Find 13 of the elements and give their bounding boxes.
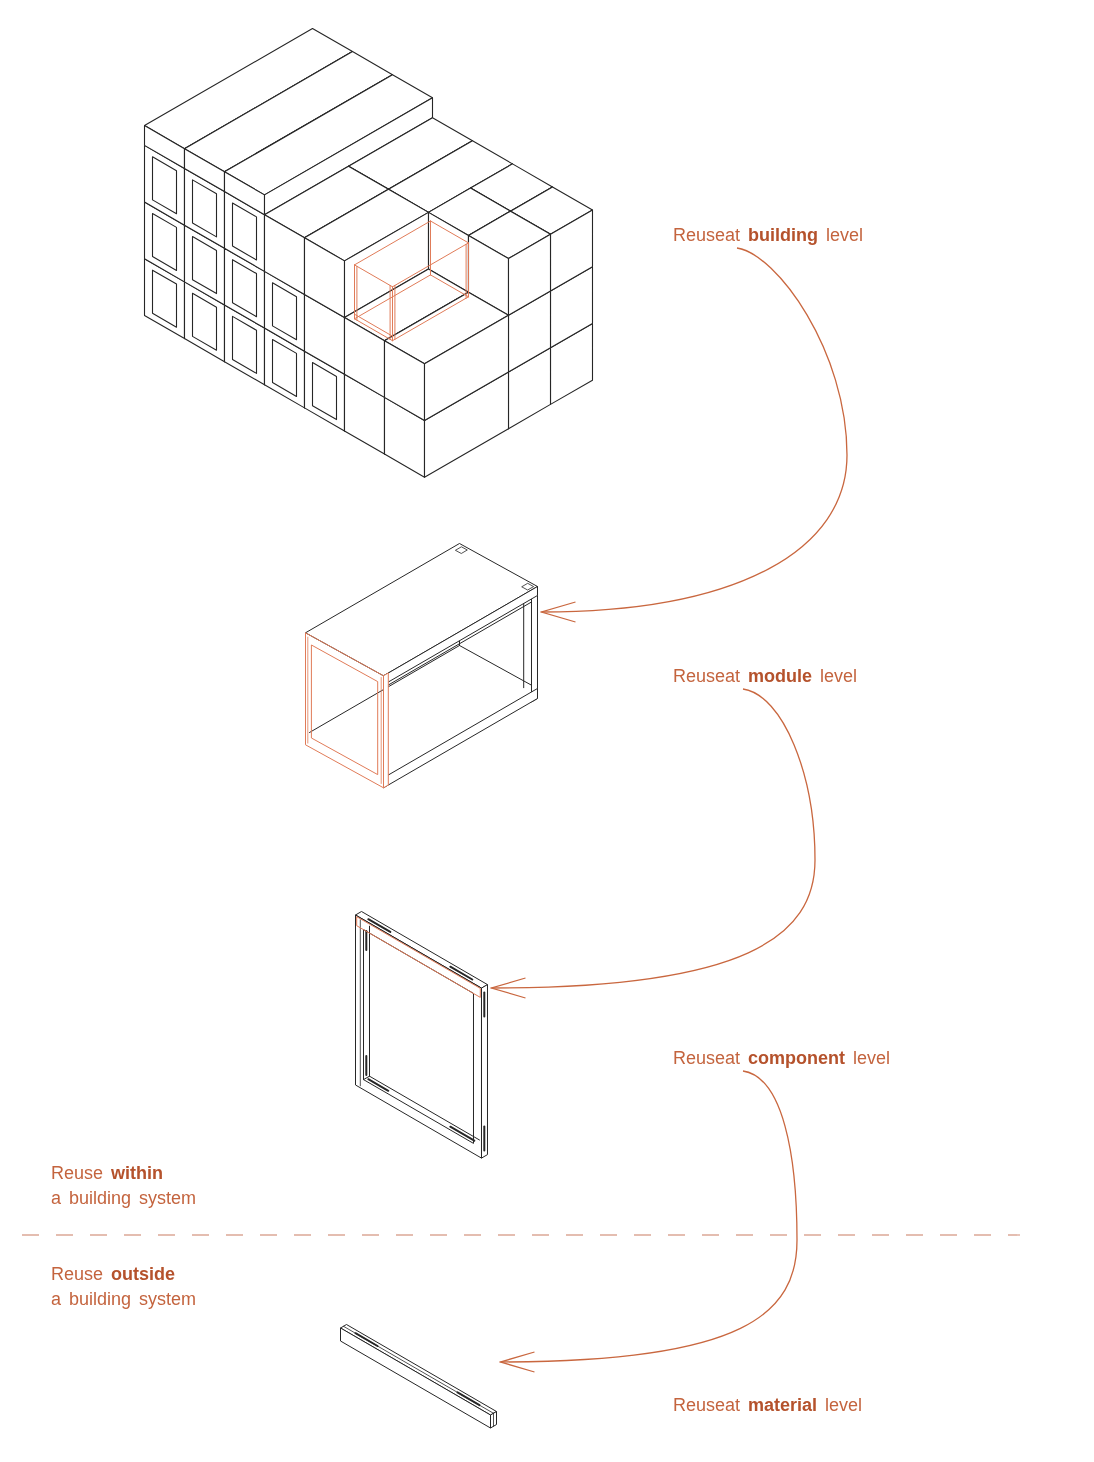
curved-arrow bbox=[540, 247, 848, 622]
timber-beam-illustration bbox=[338, 1323, 498, 1430]
level-label: Reuseat material level bbox=[673, 1394, 863, 1416]
scope-label: Reuse outside a building system bbox=[51, 1263, 197, 1311]
building-illustration bbox=[143, 26, 595, 479]
module-illustration bbox=[303, 542, 539, 790]
level-label: Reuseat module level bbox=[673, 665, 858, 687]
curved-arrow bbox=[490, 688, 816, 999]
curved-arrow bbox=[499, 1070, 798, 1373]
level-label: Reuseat building level bbox=[673, 224, 864, 246]
wall-frame-illustration bbox=[353, 910, 489, 1160]
scope-label: Reuse within a building system bbox=[51, 1162, 197, 1210]
level-label: Reuseat component level bbox=[673, 1047, 891, 1069]
